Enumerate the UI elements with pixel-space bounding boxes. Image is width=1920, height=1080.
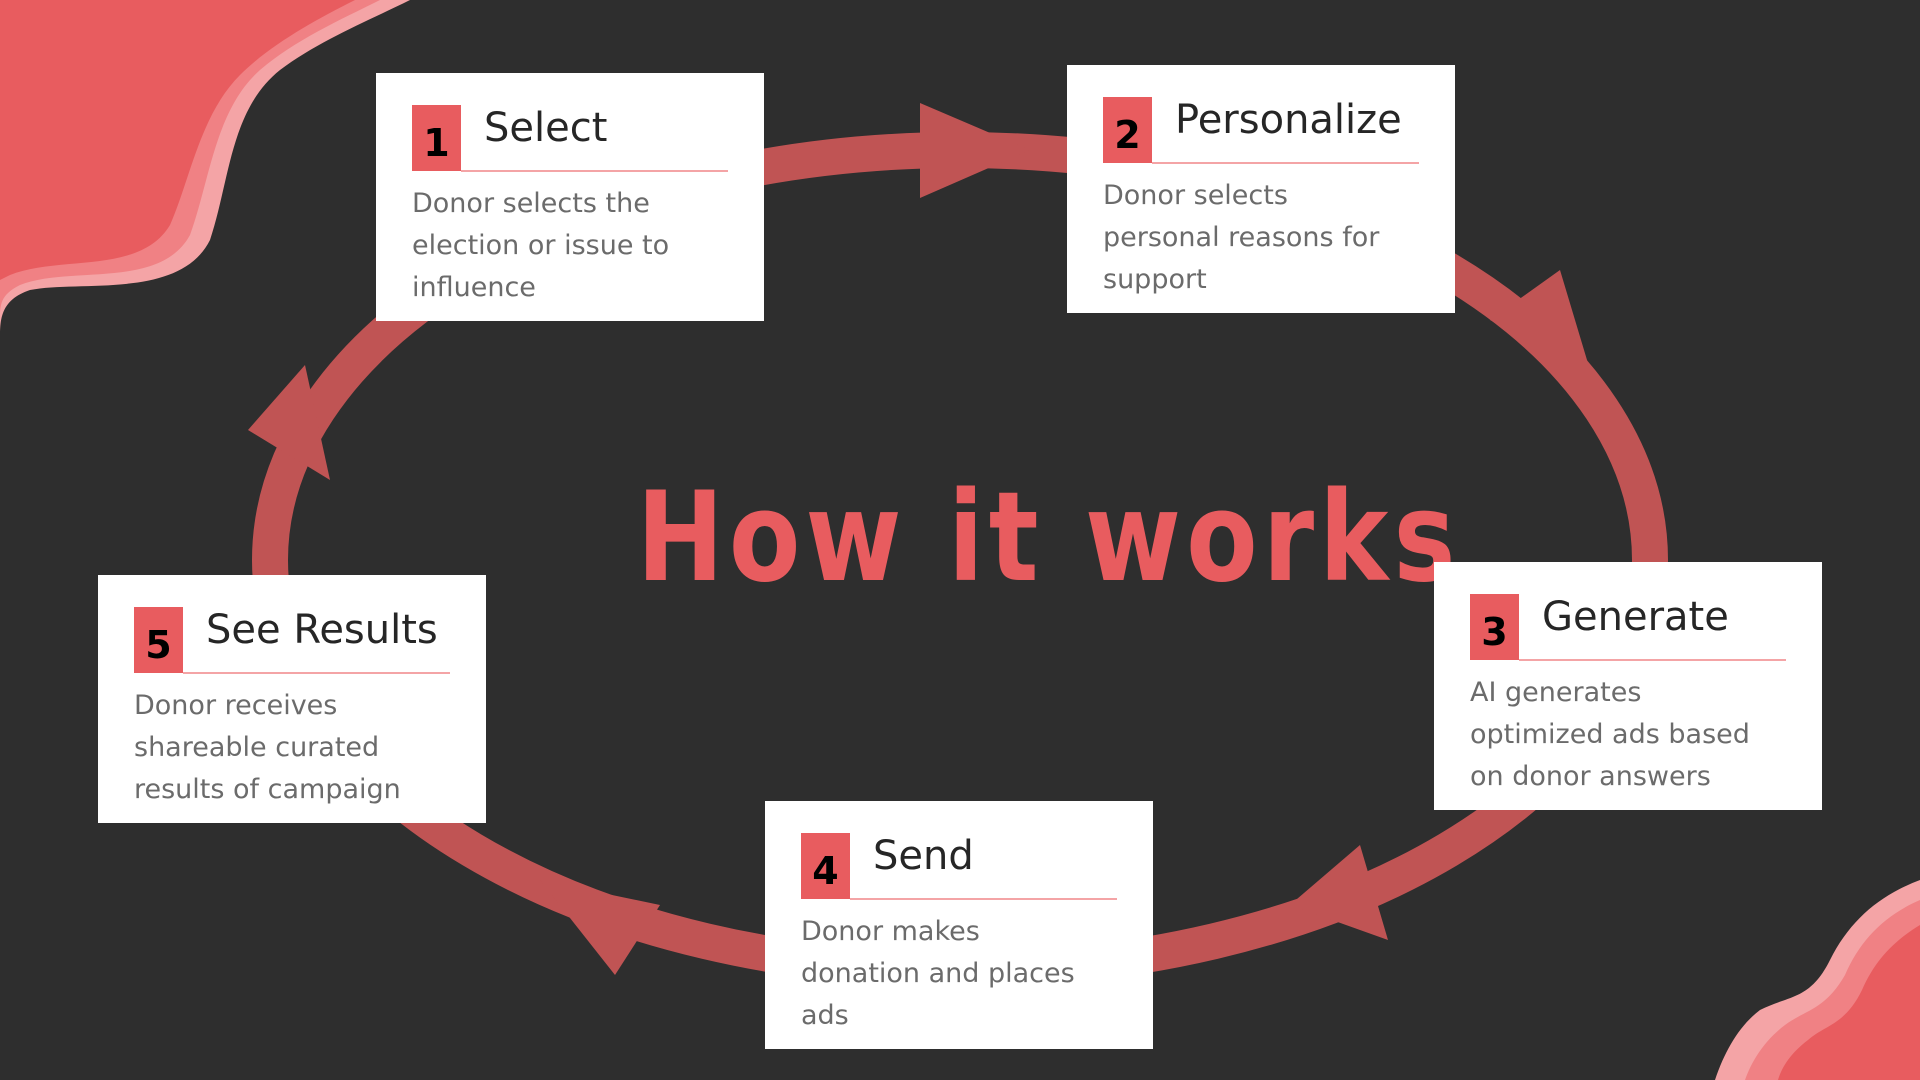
step-title: Send: [873, 833, 974, 879]
step-card-personalize: 2 Personalize Donor selects personal rea…: [1067, 65, 1455, 313]
step-title: See Results: [206, 607, 438, 653]
description-line: election or issue to: [412, 230, 670, 261]
description-line: Donor selects the: [412, 188, 650, 219]
step-card-send: 4 Send Donor makes donation and places a…: [765, 801, 1153, 1049]
arrowhead-5-to-1: [248, 365, 330, 480]
description-line: AI generates: [1470, 677, 1642, 708]
description-line: ads: [801, 1000, 849, 1031]
description-line: optimized ads based: [1470, 719, 1750, 750]
step-title: Select: [484, 105, 608, 151]
arrowhead-3-to-4: [1290, 845, 1388, 940]
step-title: Generate: [1542, 594, 1729, 640]
step-description: Donor receives shareable curated results…: [134, 685, 466, 811]
description-line: shareable curated: [134, 732, 380, 763]
description-line: results of campaign: [134, 774, 401, 805]
top-left-wave-decoration: [0, 0, 410, 340]
bottom-right-wave-decoration: [1715, 880, 1920, 1080]
page-heading: How it works: [636, 466, 1461, 610]
step-description: Donor selects personal reasons for suppo…: [1103, 175, 1435, 301]
description-line: Donor selects: [1103, 180, 1288, 211]
step-number-badge: 2: [1103, 97, 1152, 163]
step-card-see-results: 5 See Results Donor receives shareable c…: [98, 575, 486, 823]
title-divider: [183, 672, 450, 674]
description-line: Donor receives: [134, 690, 338, 721]
description-line: personal reasons for: [1103, 222, 1380, 253]
step-title: Personalize: [1175, 97, 1402, 143]
title-divider: [1152, 162, 1419, 164]
step-description: Donor selects the election or issue to i…: [412, 183, 744, 309]
step-number-badge: 1: [412, 105, 461, 171]
step-number-badge: 4: [801, 833, 850, 899]
step-description: Donor makes donation and places ads: [801, 911, 1133, 1037]
description-line: influence: [412, 272, 536, 303]
description-line: on donor answers: [1470, 761, 1711, 792]
step-description: AI generates optimized ads based on dono…: [1470, 672, 1802, 798]
step-number-badge: 3: [1470, 594, 1519, 660]
step-card-generate: 3 Generate AI generates optimized ads ba…: [1434, 562, 1822, 810]
arrowhead-2-to-3: [1490, 270, 1590, 370]
description-line: Donor makes: [801, 916, 980, 947]
step-card-select: 1 Select Donor selects the election or i…: [376, 73, 764, 321]
description-line: donation and places: [801, 958, 1075, 989]
title-divider: [1519, 659, 1786, 661]
arrowhead-4-to-5: [540, 880, 660, 975]
title-divider: [461, 170, 728, 172]
description-line: support: [1103, 264, 1207, 295]
step-number-badge: 5: [134, 607, 183, 673]
arrowhead-1-to-2: [920, 103, 1030, 198]
title-divider: [850, 898, 1117, 900]
